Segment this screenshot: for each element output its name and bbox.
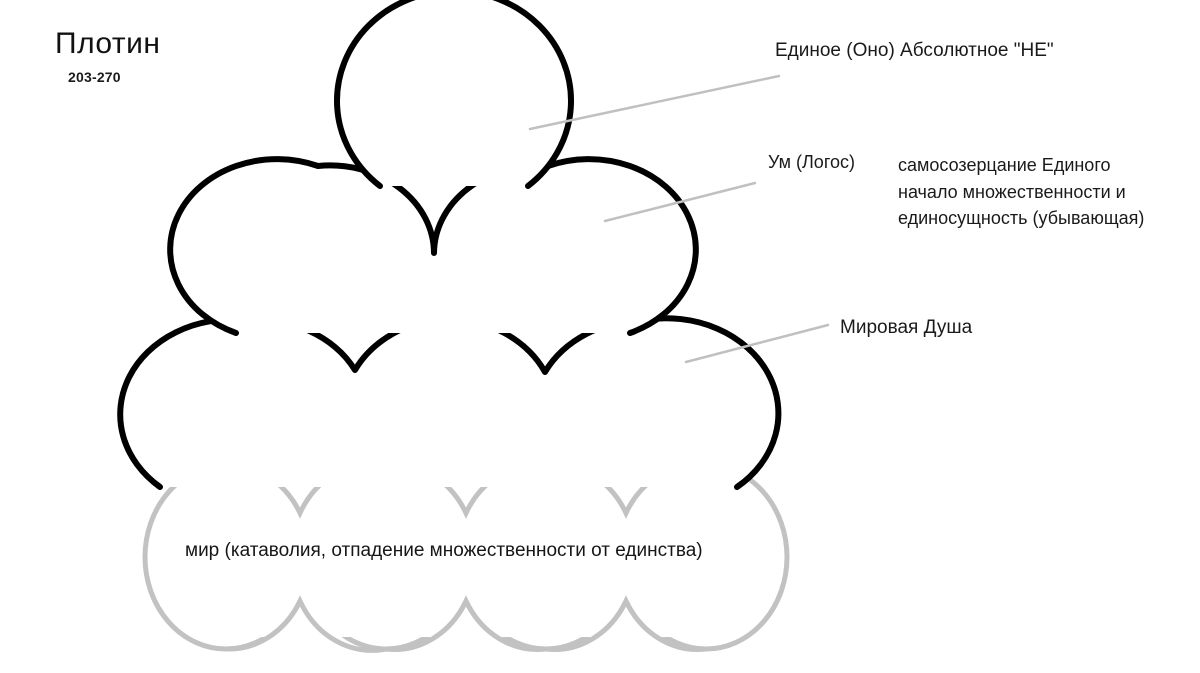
label-mind-line-2: начало множественности и [898, 181, 1126, 202]
soul-cloud-outline [117, 315, 782, 490]
mind-cloud-outline [167, 156, 699, 336]
label-world-katabole: мир (катаволия, отпадение множественност… [185, 540, 703, 561]
leader-line-one [528, 74, 781, 131]
one-circle-outline [334, 0, 574, 189]
label-mind-head: Ум (Логос) [768, 152, 855, 172]
label-mind-body: самосозерцание Единого начало множествен… [898, 152, 1144, 232]
label-mind-logos: Ум (Логос) самосозерцание Единого начало… [768, 152, 1144, 232]
cloud-row-mind [167, 156, 699, 336]
label-world-soul: Мировая Душа [840, 317, 973, 338]
label-mind-line-1: самосозерцание Единого [898, 155, 1111, 175]
leader-line-soul [684, 323, 830, 364]
world-row-scallops [223, 461, 709, 653]
label-the-one: Единое (Оно) Абсолютное "НЕ" [775, 40, 1054, 61]
leader-lines [528, 74, 830, 364]
leader-line-mind [603, 181, 757, 223]
cloud-row-soul [117, 315, 782, 490]
cloud-row-one [334, 0, 574, 189]
page-title: Плотин [55, 27, 161, 60]
label-mind-line-3: единосущность (убывающая) [898, 208, 1145, 229]
page-subtitle-dates: 203-270 [68, 68, 121, 85]
title-block: Плотин 203-270 [55, 28, 161, 85]
